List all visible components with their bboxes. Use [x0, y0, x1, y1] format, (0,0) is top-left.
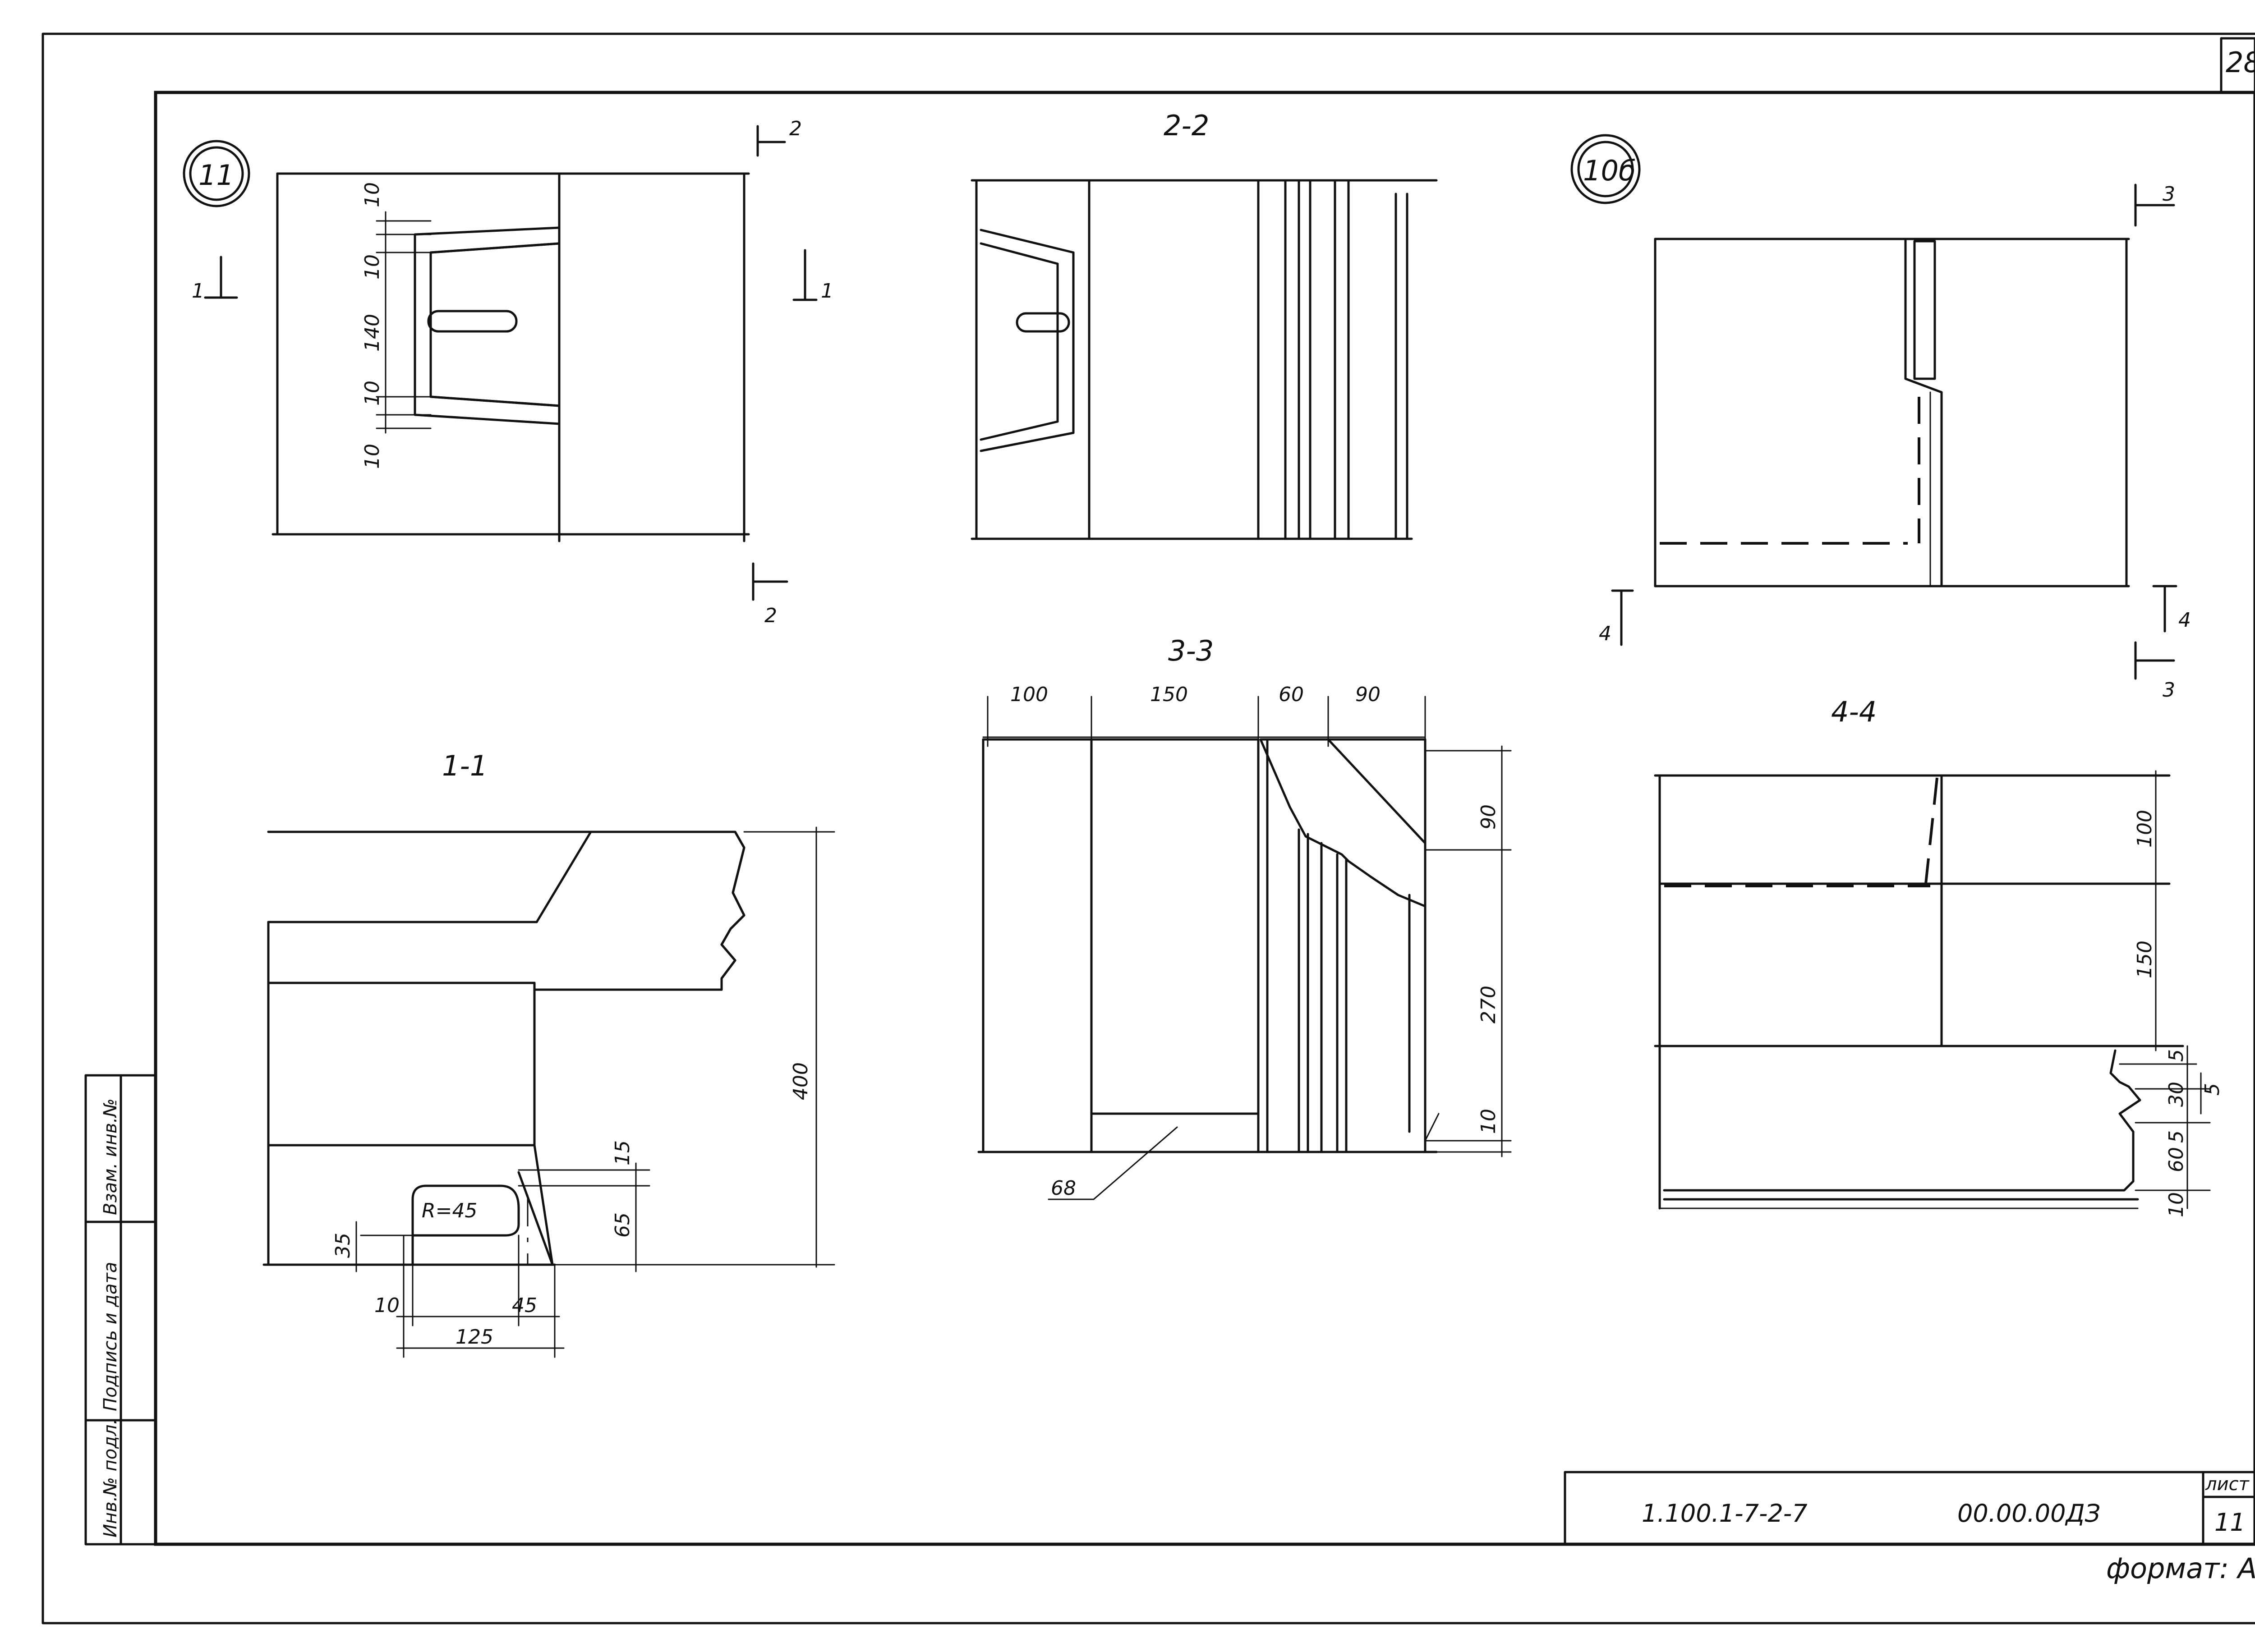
section-4-4-dim-4: 30	[2165, 1082, 2188, 1107]
node-10b-cut-3-bottom: 3	[2163, 679, 2175, 702]
section-4-4-dim-2: 150	[2133, 941, 2156, 978]
section-1-1-dim-400: 400	[789, 1062, 812, 1100]
node-11-circle-label: 11	[198, 159, 234, 192]
stamp-replace-label: Взам. инв.№	[100, 1098, 121, 1215]
section-4-4-dim-6: 5	[2165, 1130, 2188, 1143]
node-10b-circle-label: 10б	[1583, 154, 1636, 187]
section-3-3-dim-right-3: 10	[1477, 1109, 1500, 1134]
node-11-dim-1: 10	[361, 182, 384, 207]
node-11-cut-2-bottom: 2	[764, 604, 777, 627]
section-1-1-view	[262, 826, 835, 1358]
section-3-3-leader-label: 68	[1051, 1177, 1076, 1200]
node-10b-view	[1570, 134, 2177, 680]
sheet-number: 28	[2226, 46, 2255, 79]
section-1-1-dim-15: 15	[611, 1140, 634, 1166]
format-label: формат: А3	[2106, 1552, 2255, 1585]
section-1-1-radius-label: R=45	[422, 1199, 477, 1222]
section-3-3-dim-top-2: 150	[1150, 683, 1188, 706]
section-1-1-dim-45: 45	[512, 1294, 537, 1317]
section-3-3-dim-right-2: 270	[1477, 986, 1500, 1023]
section-4-4-dim-7: 60	[2165, 1147, 2188, 1172]
section-1-1-dim-10: 10	[374, 1294, 400, 1317]
section-1-1-title: 1-1	[442, 749, 488, 782]
stamp-signature-label: Подпись и дата	[100, 1262, 121, 1411]
section-1-1-dim-125: 125	[456, 1326, 493, 1349]
side-stamp: Инв.№ подл. Подпись и дата Взам. инв.№	[84, 1074, 157, 1546]
section-2-2-title: 2-2	[1164, 109, 1209, 142]
node-11-dim-4: 10	[361, 381, 384, 406]
stamp-inv-no-label: Инв.№ подл.	[100, 1419, 121, 1537]
node-11-dim-2: 10	[361, 254, 384, 280]
node-11-view	[183, 125, 818, 601]
node-11-cut-1-left: 1	[192, 280, 204, 303]
section-1-1-dim-35: 35	[331, 1233, 354, 1258]
drawing-code: 00.00.00ДЗ	[1957, 1499, 2100, 1528]
section-4-4-dim-1: 100	[2133, 810, 2156, 848]
node-10b-cut-3-top: 3	[2163, 183, 2175, 206]
node-11-cut-1-right: 1	[821, 280, 833, 303]
section-4-4-dim-8: 10	[2165, 1192, 2188, 1217]
section-3-3-dim-right-1: 90	[1477, 804, 1500, 830]
node-10b-cut-4-left: 4	[1599, 622, 1611, 645]
title-block	[1564, 1471, 2255, 1546]
list-value: 11	[2214, 1508, 2246, 1537]
section-3-3-view	[977, 696, 1512, 1200]
section-3-3-title: 3-3	[1168, 634, 1214, 667]
section-2-2-view	[971, 179, 1438, 540]
node-11-dim-3: 140	[361, 314, 384, 352]
section-3-3-dim-top-3: 60	[1279, 683, 1304, 706]
node-10b-cut-4-right: 4	[2178, 609, 2191, 632]
section-4-4-title: 4-4	[1831, 695, 1877, 728]
section-4-4-dim-3: 5	[2165, 1049, 2188, 1062]
document-code: 1.100.1-7-2-7	[1642, 1499, 1808, 1528]
list-label: лист	[2205, 1474, 2250, 1495]
sheet-frame	[41, 32, 2255, 1624]
section-1-1-dim-65: 65	[611, 1212, 634, 1238]
node-11-cut-2-top: 2	[789, 117, 802, 140]
node-11-dim-5: 10	[361, 444, 384, 469]
section-4-4-dim-5: 5	[2201, 1083, 2224, 1096]
section-3-3-dim-top-4: 90	[1355, 683, 1381, 706]
section-4-4-view	[1654, 770, 2211, 1210]
section-3-3-dim-top-1: 100	[1010, 683, 1048, 706]
